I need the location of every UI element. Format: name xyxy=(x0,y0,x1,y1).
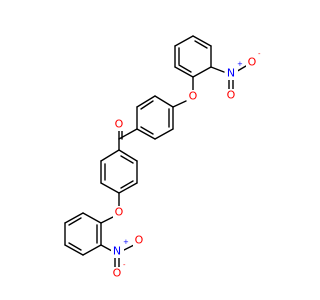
top-nitrophenyl-ring xyxy=(174,35,212,78)
top-nitro-minus-charge: - xyxy=(258,50,261,58)
bottom-nitro-oxygen-right-label: O xyxy=(135,234,144,247)
top-ether-oxygen-label: O xyxy=(189,90,198,103)
top-ether-bonds xyxy=(172,76,194,108)
bottom-nitro-oxygen-down-label: O xyxy=(113,267,122,280)
lower-phenylene-ring xyxy=(100,149,138,194)
bottom-ether-bonds xyxy=(100,192,120,224)
top-nitro-oxygen-right-label: O xyxy=(248,56,257,69)
carbonyl-group xyxy=(118,128,138,151)
structure-diagram: O O O N + O - O N + O O - xyxy=(64,35,261,280)
bottom-nitro-nitrogen-label: N xyxy=(113,245,121,258)
carbonyl-oxygen-label: O xyxy=(115,118,124,131)
top-nitro-nitrogen-label: N xyxy=(227,67,235,80)
top-nitro-plus-charge: + xyxy=(237,60,243,68)
top-nitro-oxygen-down-label: O xyxy=(227,89,236,102)
molecule-svg: O O O N + O - O N + O O - xyxy=(64,35,261,280)
bottom-ether-oxygen-label: O xyxy=(115,206,124,219)
bottom-nitro-minus-charge: - xyxy=(123,261,126,269)
bottom-nitro-plus-charge: + xyxy=(123,238,129,246)
atom-labels: O O O N + O - O N + O O - xyxy=(111,50,261,280)
upper-phenylene-ring xyxy=(136,95,174,140)
bottom-nitrophenyl-ring xyxy=(64,212,102,256)
